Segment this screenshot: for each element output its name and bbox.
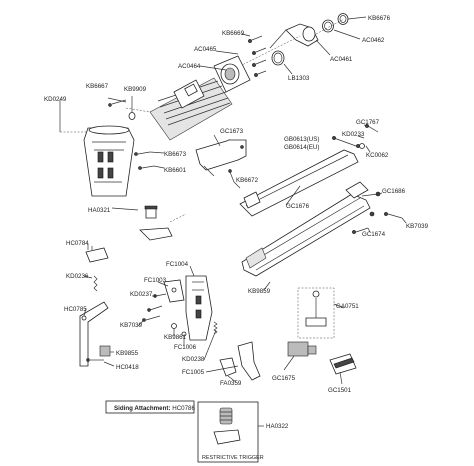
spring-kd0238 [213, 321, 218, 335]
pad-gc1501 [329, 353, 357, 375]
cylinder-body [149, 77, 233, 141]
label-gc1675: GC1675 [272, 375, 296, 382]
label-fc1004: FC1004 [166, 261, 189, 268]
trigger-housing-fc1004 [185, 275, 213, 341]
restrictive-trigger-box [197, 401, 259, 463]
label-ac0461: AC0461 [330, 56, 353, 63]
label-kb6601: KB6601 [164, 167, 187, 174]
label-kb7039b: KB7039 [120, 322, 143, 329]
screw-kb6672 [228, 169, 235, 183]
nose-piece-ha0321 [139, 205, 187, 241]
seal-kb9909 [128, 112, 136, 120]
label-kb6673: KB6673 [164, 151, 187, 158]
pin-kb7039 [142, 305, 163, 322]
label-hc0784: HC0784 [66, 240, 89, 247]
bracket-gc1673 [195, 139, 247, 177]
cap-bracket-ac0461 [269, 23, 319, 49]
label-kd0233: KD0233 [342, 131, 365, 138]
trigger-spring-fa0359 [219, 357, 237, 377]
label-gc1767: GC1767 [356, 119, 380, 126]
label-ha0321: HA0321 [88, 207, 111, 214]
label-gb0613: GB0613(US) [284, 136, 319, 143]
label-kd0237: KD0237 [130, 291, 153, 298]
label-ac0462: AC0462 [362, 37, 385, 44]
cylinder-head-ac0464 [213, 55, 251, 93]
bracket-fc1003 [163, 279, 185, 303]
clip-hc0418 [86, 358, 104, 362]
label-fc1006: FC1006 [174, 344, 197, 351]
label-kb9861: KB9861 [164, 334, 187, 341]
screw-kb6667 [108, 99, 127, 107]
spring-kd0236 [93, 275, 98, 292]
magazine-rail-gc1676 [239, 149, 359, 217]
label-hc0785: HC0785 [64, 306, 87, 313]
pin-kb9855 [99, 345, 111, 357]
label-fa0359: FA0359 [220, 380, 242, 387]
label-kd0238: KD0238 [182, 356, 205, 363]
canister-housing [83, 125, 135, 197]
o-ring-kb6676 [337, 13, 349, 25]
label-gc1686: GC1686 [382, 188, 406, 195]
leader-lines [59, 16, 407, 385]
label-ha0322: HA0322 [266, 423, 289, 430]
label-lb1303: LB1303 [288, 75, 310, 82]
screws-gb0613 [332, 136, 360, 148]
bolts-kb6669 [248, 35, 267, 77]
seal-ac0462 [322, 19, 334, 33]
label-gc1501: GC1501 [328, 387, 352, 394]
label-kb6676: KB6676 [368, 15, 391, 22]
washer-kd0233 [359, 143, 365, 149]
valve-assembly-ga0751 [287, 287, 335, 357]
label-gc1676: GC1676 [286, 203, 310, 210]
label-fc1003: FC1003 [144, 277, 167, 284]
screw-kb6601 [138, 165, 155, 170]
label-ac0465: AC0465 [194, 46, 217, 53]
label-gb0614: GB0614(EU) [284, 144, 319, 151]
trigger-fc1005 [237, 341, 261, 381]
screw-gc1674 [352, 227, 369, 234]
trigger-plate-hc0784 [85, 246, 109, 263]
label-kd0236: KD0236 [66, 273, 89, 280]
label-kb9855: KB9855 [116, 350, 139, 357]
label-kb6667: KB6667 [86, 83, 109, 90]
screw-kb7039 [384, 212, 403, 219]
label-fc1005: FC1005 [182, 369, 205, 376]
label-kb9909: KB9909 [124, 86, 147, 93]
restrictive-trigger-label: RESTRICTIVE TRIGGER [202, 455, 264, 461]
siding-attachment-label: Siding Attachment: HC0786 [114, 405, 195, 412]
label-kb6669: KB6669 [222, 30, 245, 37]
label-ac0464: AC0464 [178, 63, 201, 70]
part-labels: KB6676 AC0462 KB6669 AC0465 AC0461 AC046… [44, 15, 429, 461]
label-hc0418: HC0418 [116, 364, 139, 371]
siding-attachment-box [105, 400, 195, 414]
label-kb9859: KB9859 [248, 288, 271, 295]
label-kd0249: KD0249 [44, 96, 67, 103]
pin-kb9861 [171, 323, 177, 329]
end-cap-gc1686 [345, 181, 381, 217]
label-kc0062: KC0062 [366, 152, 389, 159]
label-gc1674: GC1674 [362, 231, 386, 238]
label-kb6672: KB6672 [236, 177, 259, 184]
screw-kb6673 [134, 151, 151, 156]
label-kb7039a: KB7039 [406, 223, 429, 230]
o-ring-lb1303 [271, 50, 285, 66]
label-gc1673: GC1673 [220, 128, 244, 135]
label-ga0751: GA0751 [336, 303, 359, 310]
